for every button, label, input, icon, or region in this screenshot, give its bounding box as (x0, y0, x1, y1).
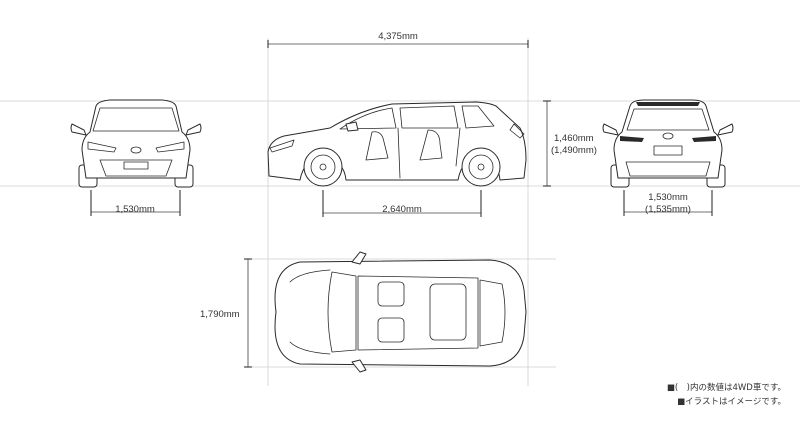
top-view (274, 251, 527, 373)
dimension-lines (90, 40, 713, 368)
side-view-door-line-front (397, 127, 401, 179)
rear-view-emblem-icon (662, 132, 674, 140)
note-illustration: ■イラストはイメージです。 (677, 397, 786, 407)
rear-view-bumper (625, 161, 711, 177)
rear-view (602, 99, 734, 188)
rear-tread-4wd-label: (1,535mm) (645, 204, 691, 215)
front-view-license-plate (123, 161, 149, 170)
side-view-rear-wheel (461, 147, 501, 187)
side-view-rear-seat (419, 129, 443, 161)
wheelbase-label: 2,640mm (382, 204, 422, 215)
top-view-hood-line-bottom (289, 341, 331, 355)
rear-view-window (626, 108, 710, 131)
dimension-labels: 4,375mm 1,530mm 2,640mm 1,460mm (1,490mm… (115, 31, 691, 320)
front-view-right-mirror (185, 123, 202, 136)
front-tread-label: 1,530mm (115, 204, 155, 215)
top-view-rear-window (479, 279, 506, 347)
front-view-grille (99, 159, 173, 177)
height-4wd-label: (1,490mm) (551, 145, 597, 156)
width-label: 1,790mm (200, 309, 240, 320)
side-view-front-rim (310, 154, 336, 180)
top-view-right-mirror (351, 359, 367, 373)
note-4wd: ■( )内の数値は4WD車です。 (666, 383, 786, 393)
rear-tread-label: 1,530mm (648, 192, 688, 203)
top-view-roof (357, 275, 479, 351)
side-view-rear-hub (477, 163, 485, 171)
rear-view-spoiler (636, 102, 700, 106)
top-view-rear-seat (429, 283, 467, 341)
side-view-front-hub (319, 163, 327, 171)
side-view-quarter-window (461, 105, 495, 129)
top-view-body (274, 259, 527, 367)
front-view-left-mirror (70, 123, 87, 136)
overall-length-label: 4,375mm (378, 31, 418, 42)
side-view-front-seat (365, 131, 389, 161)
front-view-windshield (92, 107, 180, 132)
side-view-door-line-rear (455, 127, 461, 167)
side-view-headlight (269, 139, 295, 153)
top-view-windshield (327, 271, 357, 353)
side-view-taillight (509, 123, 525, 139)
side-view-front-wheel (303, 147, 343, 187)
side-view-mirror (345, 121, 359, 132)
rear-view-left-taillight (620, 136, 644, 142)
height-label: 1,460mm (554, 133, 594, 144)
top-view-front-seat-left (377, 281, 405, 307)
top-view-left-mirror (351, 251, 367, 265)
rear-view-right-mirror (717, 123, 734, 136)
front-view-body (81, 99, 191, 179)
side-view-rear-door-window (399, 105, 459, 129)
front-view-right-headlight (155, 141, 185, 153)
rear-view-left-mirror (602, 123, 619, 136)
front-view (70, 99, 202, 188)
side-view (267, 101, 527, 187)
front-view-left-headlight (87, 141, 117, 153)
rear-view-right-taillight (692, 136, 716, 142)
notes: ■( )内の数値は4WD車です。 ■イラストはイメージです。 (667, 381, 786, 409)
top-view-front-seat-right (377, 317, 405, 343)
rear-view-license-plate (653, 145, 683, 156)
top-view-hood-line-top (289, 269, 331, 283)
front-view-emblem-icon (130, 146, 142, 154)
side-view-rear-rim (468, 154, 494, 180)
